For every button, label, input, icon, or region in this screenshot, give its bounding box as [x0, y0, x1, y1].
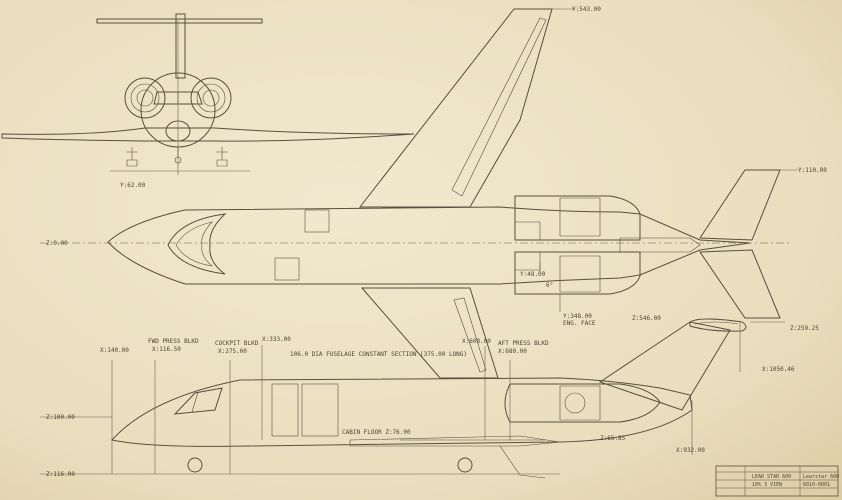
title-block-title: LEAR STAR 600: [752, 474, 791, 480]
label-x-608: X:608.00: [462, 338, 491, 345]
label-z-65: Z:65.85: [600, 435, 626, 442]
label-y-543: Y:543.00: [572, 6, 601, 13]
label-eng-face: ENG. FACE: [563, 320, 596, 327]
front-view: [1, 13, 415, 175]
label-x-275: X:275.00: [218, 348, 247, 355]
label-z-546: Z:546.00: [632, 315, 661, 322]
side-view: [40, 318, 785, 479]
label-x-680: X:680.00: [498, 348, 527, 355]
title-block-company: Learstar 600: [803, 474, 839, 480]
dimension-labels: Y:543.00 Y:110.00 Y:62.00 Z:0.00 Y:48.00…: [46, 6, 827, 478]
label-fwd-press: FWD PRESS BLKD: [148, 338, 199, 345]
label-z-116: Z:116.00: [46, 471, 75, 478]
label-aft-press: AFT PRESS BLKD: [498, 340, 549, 347]
label-angle: 6°: [546, 282, 553, 289]
plan-view: [40, 8, 798, 379]
label-eng-face-y: Y:348.00: [563, 313, 592, 320]
label-y-110: Y:110.00: [798, 167, 827, 174]
label-x-116: X:116.50: [152, 346, 181, 353]
label-z-100: Z:100.00: [46, 414, 75, 421]
label-cockpit: COCKPIT BLKD: [215, 340, 259, 347]
label-x-140: X:140.00: [100, 347, 129, 354]
label-z-259: Z:259.25: [790, 325, 819, 332]
label-x-333: X:333.00: [262, 336, 291, 343]
label-y-62: Y:62.00: [120, 182, 146, 189]
label-fuselage: 106.0 DIA FUSELAGE CONSTANT SECTION (375…: [290, 351, 467, 358]
label-y-48: Y:48.00: [520, 271, 546, 278]
title-block: LEAR STAR 600 10% 3 VIEW Learstar 600 60…: [715, 465, 839, 497]
title-block-view: 10% 3 VIEW: [752, 482, 783, 488]
label-x-932: X:932.00: [676, 447, 705, 454]
label-cabin-floor: CABIN FLOOR Z:76.00: [342, 429, 411, 436]
label-z-0: Z:0.00: [46, 240, 68, 247]
title-block-number: 6010-0001: [803, 482, 830, 488]
label-x-1050: X:1050.46: [762, 366, 795, 373]
